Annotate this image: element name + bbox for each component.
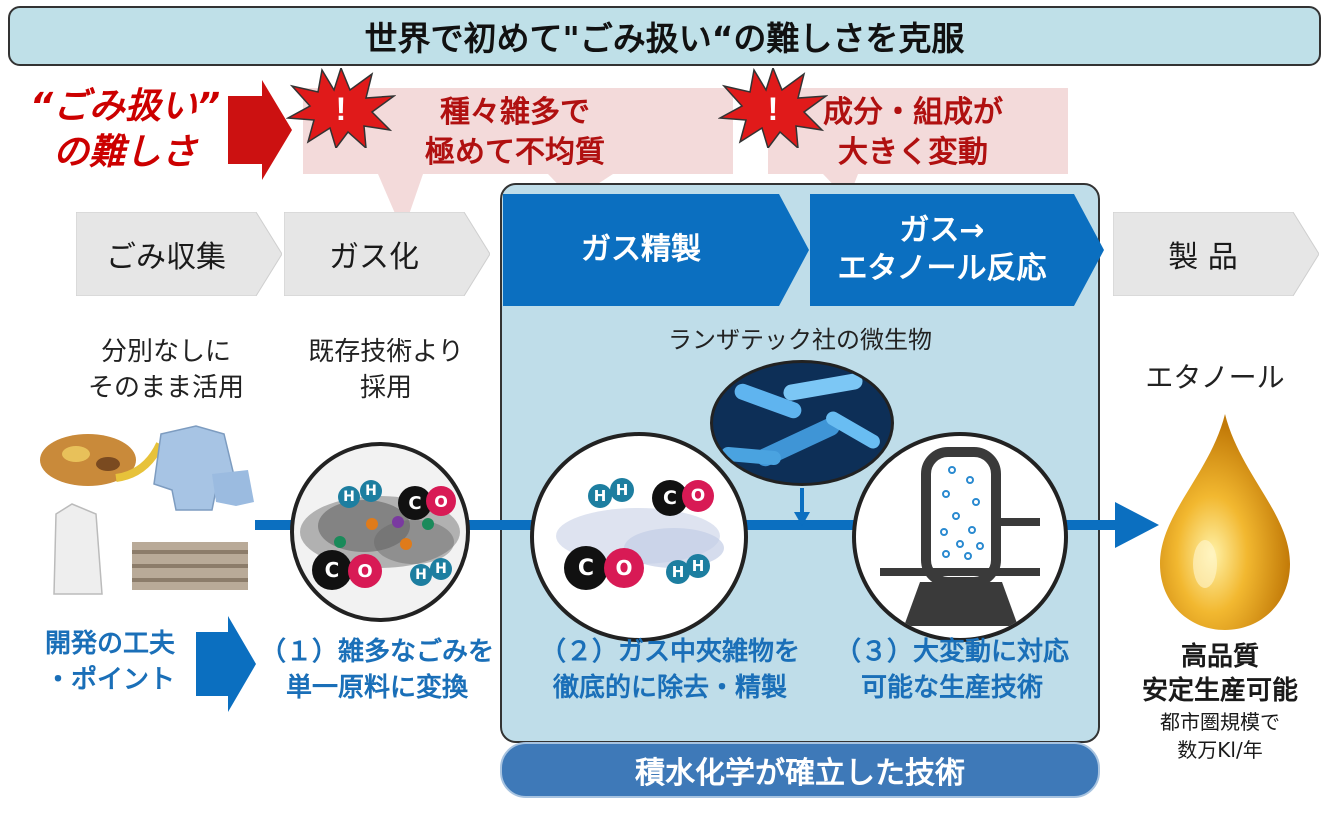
microbe-desc: ランザテック社の微生物 (668, 326, 932, 354)
step-collection-shape (76, 212, 282, 296)
step-product: 製 品 (1168, 240, 1238, 275)
point-2-line2: 徹底的に除去・精製 (552, 673, 787, 703)
point-1: （１）雑多なごみを 単一原料に変換 (246, 634, 508, 706)
sekisui-banner: 積水化学が確立した技術 (500, 742, 1100, 798)
dev-points-line2: ・ポイント (44, 665, 175, 695)
microbe-circle (710, 360, 894, 486)
callout-variation-line2: 大きく変動 (838, 135, 988, 170)
dev-points-label: 開発の工夫 ・ポイント (20, 626, 200, 698)
page-title: 世界で初めて"ごみ扱い“の難しさを克服 (8, 6, 1321, 66)
molecule-h: H (430, 558, 452, 580)
difficulty-label: “ごみ扱い” の難しさ (20, 84, 230, 176)
molecule-h: H (360, 480, 382, 502)
waste-illustration-icon (40, 425, 254, 595)
gasification-desc: 既存技術より 採用 (286, 334, 486, 406)
purification-circle: H H C O C O H H (530, 432, 748, 642)
step-product-shape (1113, 212, 1319, 296)
gasification-circle: H H C O C O H H (290, 442, 470, 622)
step-gasification: ガス化 (329, 240, 419, 275)
step-purification: ガス精製 (581, 232, 701, 267)
molecule-c: C (652, 480, 688, 516)
burst-mark-2: ! (768, 91, 779, 127)
step-reaction: ガス→ エタノール反応 (810, 194, 1074, 306)
result-line2: 安定生産可能 (1141, 676, 1298, 706)
ethanol-drop-icon (1160, 414, 1290, 630)
burst-mark-1: ! (336, 91, 347, 127)
dev-points-arrow-icon (196, 616, 256, 712)
result-line4: 数万Kl/年 (1177, 738, 1263, 762)
molecule-o: O (348, 554, 382, 588)
point-1-line2: 単一原料に変換 (285, 673, 468, 703)
clean-gas-icon (556, 508, 724, 568)
callout-variation-line1: 成分・組成が (823, 95, 1003, 130)
step-reaction-shape (810, 194, 1104, 306)
molecule-h: H (686, 554, 710, 578)
gasification-desc-line1: 既存技術より (308, 337, 464, 367)
callout-bubble-2 (768, 88, 1068, 200)
bioreactor-icon (880, 447, 1040, 626)
point-3: （３）大変動に対応 可能な生産技術 (812, 634, 1092, 706)
burst-warning-icon-2: ! (718, 68, 828, 148)
callout-uneven-line2: 極めて不均質 (425, 135, 605, 170)
point-3-line1: （３）大変動に対応 (834, 637, 1069, 667)
result-line3: 都市圏規模で (1160, 710, 1280, 734)
burst-warning-icon-1: ! (286, 68, 396, 148)
molecule-o: O (604, 548, 644, 588)
point-2: （２）ガス中夾雑物を 徹底的に除去・精製 (520, 634, 820, 706)
microbe-down-arrow-icon (794, 488, 810, 526)
callout-bubble-1 (303, 88, 733, 232)
point-1-line1: （１）雑多なごみを (259, 637, 494, 667)
difficulty-arrow-icon (228, 80, 292, 180)
point-2-line1: （２）ガス中夾雑物を (539, 637, 800, 667)
result-block: 高品質 安定生産可能 都市圏規模で 数万Kl/年 (1120, 640, 1320, 764)
result-line1: 高品質 (1180, 642, 1259, 672)
bacteria-icon (721, 373, 880, 467)
gasification-desc-line2: 採用 (359, 373, 412, 403)
reactor-circle (852, 432, 1068, 642)
point-3-line2: 可能な生産技術 (860, 673, 1043, 703)
product-desc: エタノール (1145, 361, 1285, 394)
smoke-icon (300, 496, 460, 568)
step-gasification-shape (284, 212, 490, 296)
step-collection: ごみ収集 (106, 240, 226, 275)
collection-desc: 分別なしに そのまま活用 (66, 334, 266, 406)
molecule-h: H (588, 484, 612, 508)
difficulty-line2: の難しさ (52, 132, 197, 173)
molecule-c: C (564, 546, 608, 590)
collection-desc-line2: そのまま活用 (87, 373, 244, 403)
callout-uneven-line1: 種々雑多で (440, 95, 590, 130)
step-reaction-line2: エタノール反応 (837, 251, 1047, 286)
molecule-c: C (312, 550, 352, 590)
step-reaction-line1: ガス→ (899, 213, 985, 248)
callout-variation: 成分・組成が 大きく変動 (798, 92, 1028, 174)
waste-images (36, 414, 262, 600)
dev-points-line1: 開発の工夫 (44, 629, 175, 659)
molecule-h: H (338, 486, 360, 508)
difficulty-line1: “ごみ扱い” (29, 86, 221, 127)
molecule-h: H (610, 478, 634, 502)
molecule-o: O (426, 486, 456, 516)
molecule-o: O (682, 480, 714, 512)
callout-uneven: 種々雑多で 極めて不均質 (395, 92, 635, 174)
collection-desc-line1: 分別なしに (100, 337, 231, 367)
step-purification-shape (503, 194, 809, 306)
molecule-h: H (410, 564, 432, 586)
